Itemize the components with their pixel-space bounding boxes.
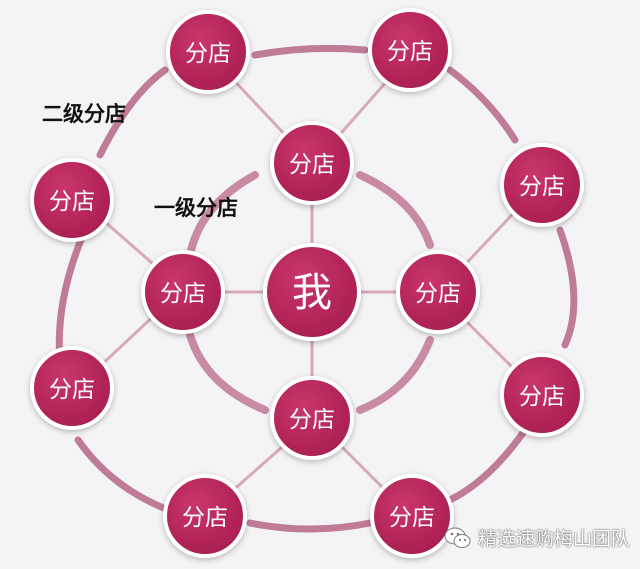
second-level-nodes: 分店 分店 分店 分店 分店 分店 [30, 8, 584, 558]
center-node-label: 我 [292, 270, 332, 316]
center-node: 我 [263, 243, 361, 341]
first-level-node-label: 分店 [289, 152, 335, 178]
second-level-node-label: 分店 [519, 174, 565, 200]
first-level-node-label: 分店 [160, 281, 206, 307]
second-level-node: 分店 [368, 8, 452, 92]
second-level-node-label: 分店 [185, 41, 231, 67]
first-level-label: 一级分店 [154, 196, 238, 220]
second-level-node: 分店 [163, 474, 247, 558]
first-level-node-left: 分店 [141, 250, 225, 334]
first-level-node-label: 分店 [415, 281, 461, 307]
first-level-node-top: 分店 [270, 121, 354, 205]
second-level-node: 分店 [166, 10, 250, 94]
second-level-node: 分店 [30, 346, 114, 430]
inner-ring [186, 171, 434, 414]
second-level-node-label: 分店 [389, 505, 435, 531]
first-level-nodes: 分店 分店 分店 分店 [141, 121, 480, 460]
second-level-node: 分店 [500, 353, 584, 437]
second-level-node: 分店 [500, 143, 584, 227]
second-level-node: 分店 [30, 158, 114, 242]
second-level-node: 分店 [370, 474, 454, 558]
first-level-node-right: 分店 [396, 250, 480, 334]
second-level-node-label: 分店 [387, 39, 433, 65]
outer-ring [55, 44, 578, 533]
second-level-node-label: 分店 [182, 505, 228, 531]
second-level-node-label: 分店 [519, 384, 565, 410]
first-level-node-bottom: 分店 [270, 376, 354, 460]
first-level-node-label: 分店 [289, 407, 335, 433]
wechat-icon [444, 527, 471, 548]
second-level-node-label: 分店 [49, 377, 95, 403]
second-level-node-label: 分店 [49, 189, 95, 215]
watermark: 精选速购梅山团队 [444, 524, 630, 551]
watermark-text: 精选速购梅山团队 [477, 528, 630, 550]
second-level-label: 二级分店 [42, 102, 126, 126]
